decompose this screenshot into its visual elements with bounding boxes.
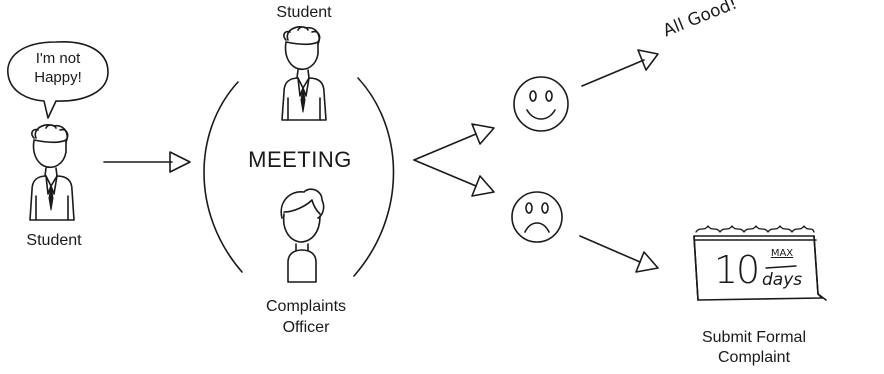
student-left-label: Student — [26, 232, 82, 249]
student-top-label: Student — [276, 4, 332, 21]
complaints-officer-label: Complaints Officer — [236, 296, 376, 338]
happy-face-icon — [513, 76, 569, 132]
speech-bubble-text: I'm not Happy! — [22, 49, 94, 87]
complaints-officer-icon — [280, 188, 325, 283]
meeting-bracket-left — [203, 81, 243, 273]
arrow-to-meeting — [103, 151, 191, 173]
student-left-icon — [29, 123, 75, 221]
speech-bubble — [7, 41, 109, 119]
calendar-icon — [693, 225, 827, 301]
fork-arrows — [413, 123, 495, 197]
officer-line-1: Complaints — [265, 298, 347, 315]
student-top-icon — [281, 25, 327, 121]
meeting-label: MEETING — [248, 147, 352, 172]
calendar-unit-bottom: days — [762, 270, 803, 290]
formal-complaint-label: Submit Formal Complaint — [674, 328, 834, 368]
speech-line-1: I'm not — [35, 50, 81, 67]
formal-line-1: Submit Formal — [701, 329, 807, 346]
calendar-number: 10 — [713, 248, 760, 292]
arrow-to-all-good — [581, 49, 659, 87]
calendar-unit-top: MAX — [770, 248, 794, 259]
formal-line-2: Complaint — [717, 349, 791, 366]
officer-line-2: Officer — [282, 319, 330, 336]
meeting-bracket-right — [353, 77, 395, 277]
speech-line-2: Happy! — [34, 69, 82, 86]
arrow-to-formal-complaint — [579, 235, 659, 273]
sad-face-icon — [511, 191, 563, 243]
